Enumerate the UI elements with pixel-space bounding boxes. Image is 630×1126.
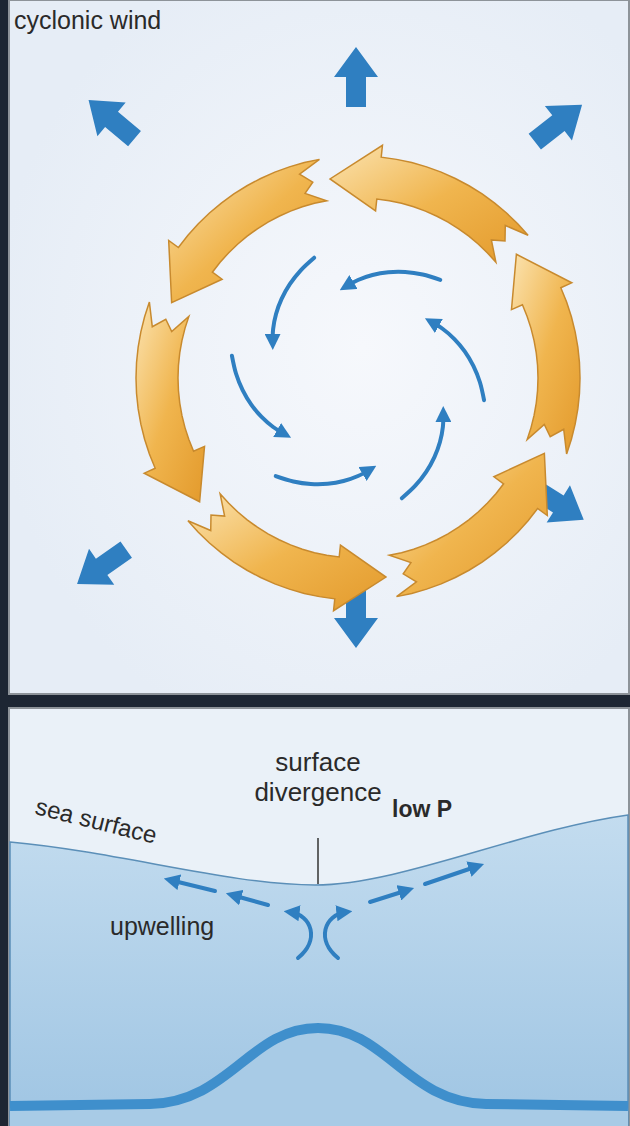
ring-arrow	[136, 302, 205, 502]
swirl-arrow	[430, 321, 484, 400]
swirl-arrow	[273, 258, 315, 344]
thermocline	[10, 1028, 628, 1106]
swirl-arrow	[276, 469, 371, 484]
ring-arrow	[188, 494, 386, 611]
deep-water	[10, 1030, 628, 1126]
sea-water	[10, 815, 628, 1126]
ring-arrow	[389, 453, 547, 596]
swirl-arrow	[232, 356, 286, 435]
bottom-panel	[9, 708, 629, 1126]
inner-swirl	[232, 258, 484, 499]
swirl-arrow	[402, 412, 444, 498]
upwelling-label: upwelling	[110, 912, 214, 941]
ring-arrow	[511, 254, 580, 454]
cyclonic-ring	[136, 145, 580, 610]
swirl-arrow	[345, 272, 440, 287]
top-panel	[9, 0, 629, 694]
title-label: cyclonic wind	[14, 6, 161, 35]
leader-line	[317, 838, 319, 884]
divergence-label: surface divergence	[243, 748, 393, 808]
ring-arrow	[169, 159, 327, 302]
outflow-arrows	[64, 47, 595, 648]
flow-arrows	[170, 866, 478, 958]
ring-arrow	[330, 145, 528, 262]
pressure-label: low P	[392, 796, 452, 822]
